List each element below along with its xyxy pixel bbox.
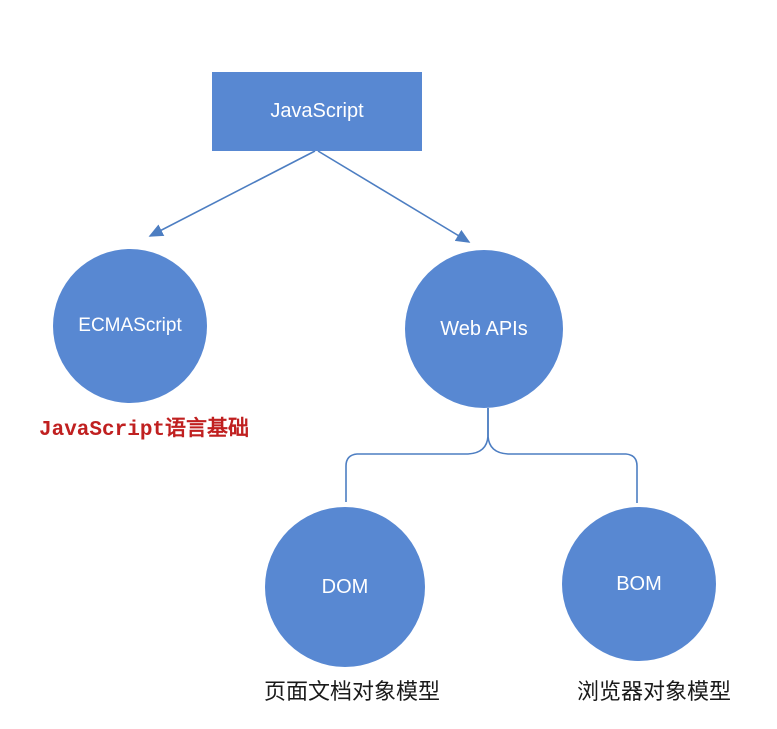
- node-bom-label: BOM: [616, 572, 662, 595]
- arrow-root-to-webapis: [317, 150, 471, 243]
- node-ecmascript-label: ECMAScript: [78, 315, 182, 336]
- caption-dom-note: 页面文档对象模型: [263, 679, 440, 704]
- bracket-webapis-to-dom: [345, 408, 489, 502]
- node-dom: DOM: [265, 507, 425, 667]
- node-javascript: JavaScript: [212, 72, 422, 151]
- node-webapis-label: Web APIs: [440, 317, 528, 340]
- bracket-webapis-to-bom: [487, 408, 638, 503]
- caption-bom-note: 浏览器对象模型: [576, 679, 731, 704]
- arrow-root-to-ecmascript: [148, 150, 316, 237]
- node-bom: BOM: [562, 507, 716, 661]
- node-webapis: Web APIs: [405, 250, 563, 408]
- caption-ecmascript-note: JavaScript语言基础: [39, 419, 250, 442]
- node-dom-label: DOM: [321, 575, 369, 598]
- node-javascript-label: JavaScript: [270, 100, 364, 122]
- node-ecmascript: ECMAScript: [53, 249, 207, 403]
